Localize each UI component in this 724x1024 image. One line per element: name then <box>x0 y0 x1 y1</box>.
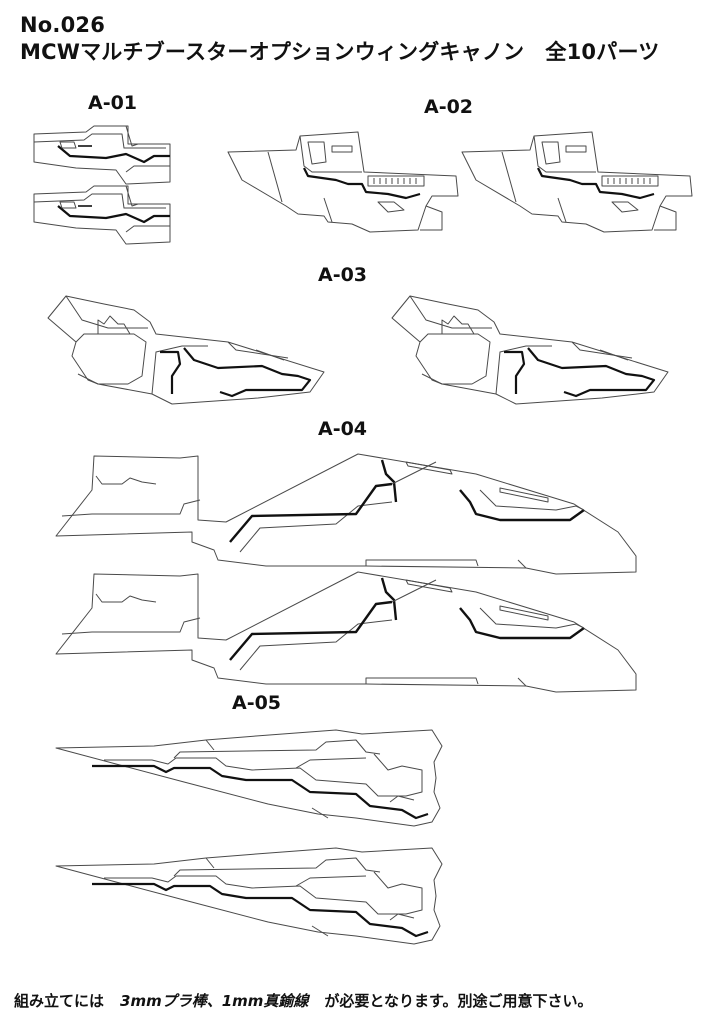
part-a04-copy-2 <box>54 570 638 694</box>
title-block: No.026 MCWマルチブースターオプションウィングキャノン 全10パーツ <box>20 12 659 66</box>
part-a04-copy-1 <box>54 452 638 576</box>
label-a03: A-03 <box>318 264 368 286</box>
assembly-note: 組み立てには 3mmプラ棒、1mm真鍮線が必要となります。別途ご用意下さい。 <box>14 990 592 1011</box>
label-a05: A-05 <box>232 692 282 714</box>
part-a01-copy-2 <box>32 184 172 246</box>
label-a01: A-01 <box>88 92 138 114</box>
assembly-note-lead: 組み立てには <box>14 992 105 1010</box>
part-a05-copy-1 <box>54 728 444 828</box>
label-a04: A-04 <box>318 418 368 440</box>
part-a01-copy-1 <box>32 124 172 186</box>
sheet-title: MCWマルチブースターオプションウィングキャノン 全10パーツ <box>20 40 660 64</box>
label-a02: A-02 <box>424 96 474 118</box>
assembly-note-tail: が必要となります。別途ご用意下さい。 <box>324 992 593 1010</box>
assembly-note-materials: 3mmプラ棒、1mm真鍮線 <box>120 992 309 1010</box>
part-a03-copy-2 <box>390 294 670 406</box>
part-a03-copy-1 <box>46 294 326 406</box>
sheet-number: No.026 <box>20 13 106 37</box>
part-a02-copy-2 <box>460 130 694 234</box>
part-a02-copy-1 <box>226 130 460 234</box>
part-a05-copy-2 <box>54 846 444 946</box>
